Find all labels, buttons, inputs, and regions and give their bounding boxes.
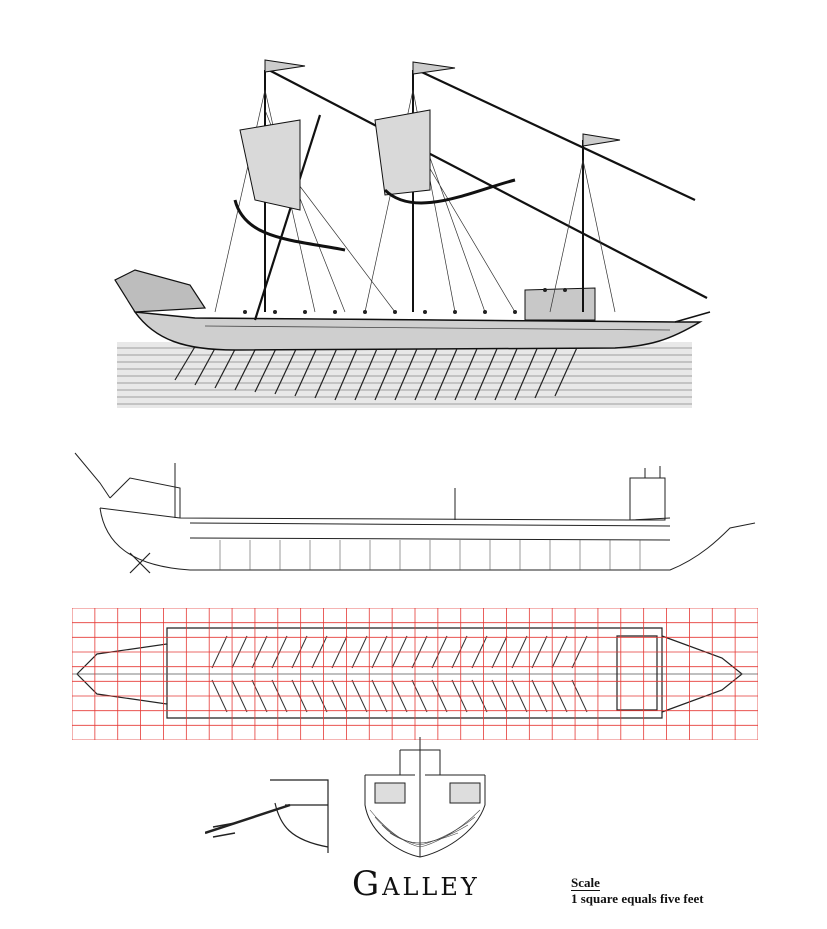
hull [114, 269, 711, 351]
cross-section-drawing [360, 735, 490, 860]
section-hatching [369, 809, 481, 848]
galley-engraving-svg [114, 59, 711, 408]
sheer-line [99, 507, 671, 521]
water-hatching [117, 342, 692, 408]
frame-lines [219, 540, 641, 570]
yards [253, 67, 708, 321]
galley-engraving [95, 50, 720, 410]
scale-note: Scale 1 square equals five feet [571, 872, 771, 907]
deck-plan-svg [72, 608, 758, 740]
pennants [264, 59, 621, 147]
oars [174, 329, 586, 401]
oar-detail-drawing [205, 775, 330, 855]
side-elevation-drawing [70, 448, 760, 583]
cross-section-svg [364, 737, 486, 858]
scale-heading: Scale [571, 875, 600, 891]
side-elevation-svg [74, 452, 756, 574]
drawing-title: Galley [352, 864, 480, 904]
hull-outline [99, 507, 756, 571]
deck-plan [72, 608, 758, 740]
oar-detail-svg [205, 779, 329, 853]
crew [243, 288, 567, 314]
sails [233, 109, 516, 252]
scale-grid [72, 608, 758, 740]
scale-text: 1 square equals five feet [571, 891, 704, 906]
